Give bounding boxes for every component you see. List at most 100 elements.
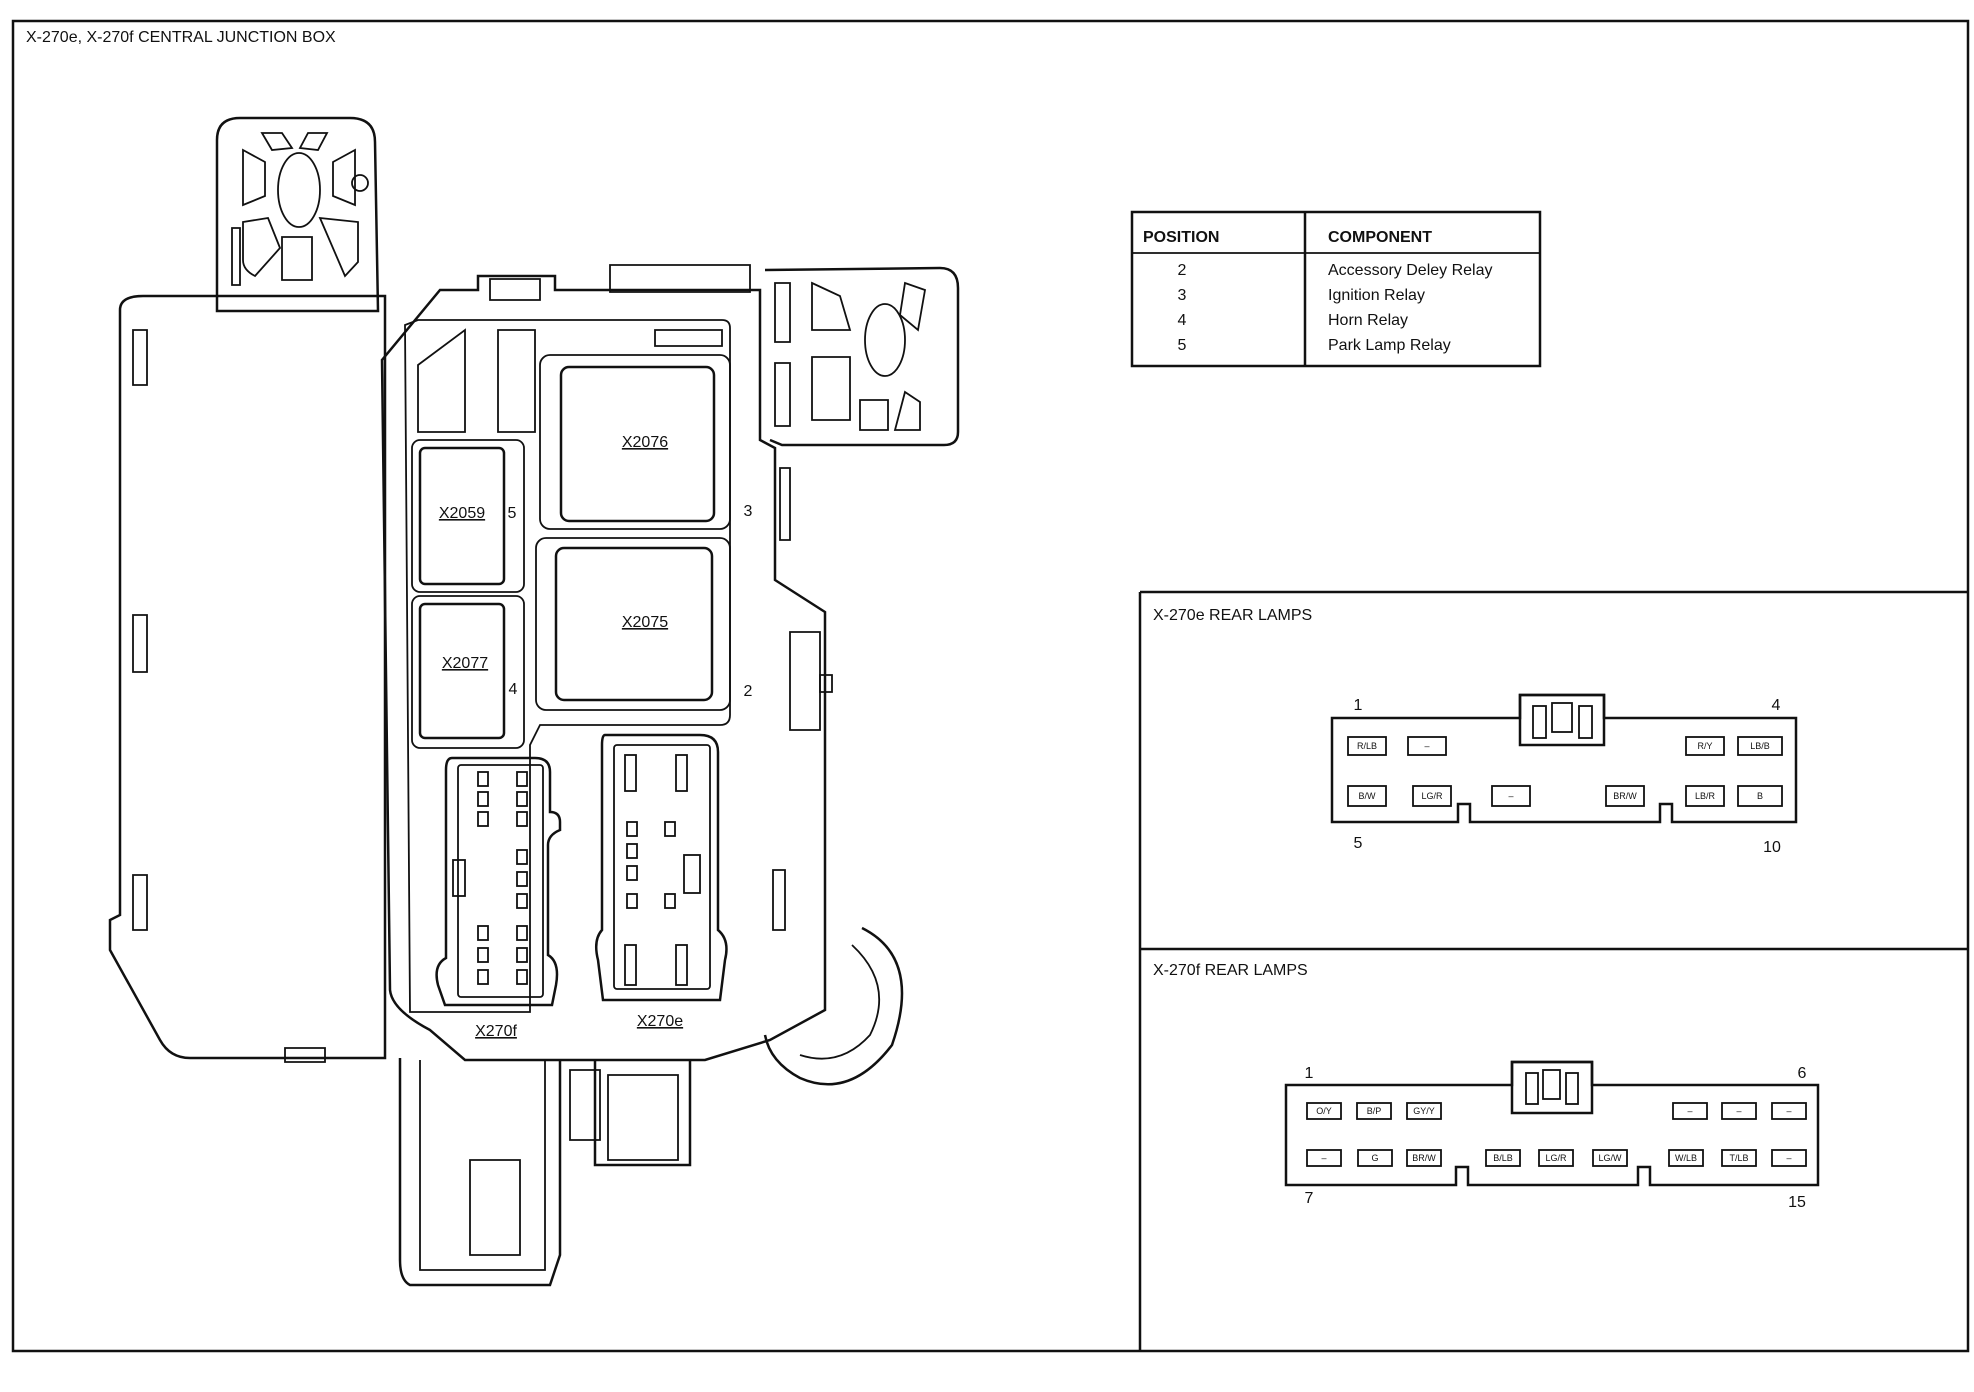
- x270e-panel-title: X-270e REAR LAMPS: [1153, 607, 1312, 624]
- x270f-terminal-wire-color: GY/Y: [1413, 1106, 1435, 1116]
- x270f-terminal-wire-color: G: [1371, 1153, 1378, 1163]
- x270f-terminal-wire-color: –: [1736, 1106, 1741, 1116]
- x270f-lock-slot: [1565, 1072, 1579, 1105]
- main-housing: [108, 294, 387, 1060]
- x270e-terminal-6: LG/R: [1412, 785, 1452, 807]
- x270e-terminal-7: –: [1491, 785, 1531, 807]
- x270f-terminal-wire-color: –: [1786, 1153, 1791, 1163]
- x270f-rear-lamps-panel: X-270f REAR LAMPS 1 6 7 15: [1153, 962, 1820, 1211]
- x270e-terminal-8: BR/W: [1605, 785, 1645, 807]
- x270e-terminal-10: B: [1737, 785, 1783, 807]
- x270f-terminal-wire-color: BR/W: [1412, 1153, 1436, 1163]
- x270e-terminal-box: [1412, 785, 1452, 807]
- x270e-terminal-3: R/Y: [1685, 736, 1725, 756]
- x270f-terminal-box: [1306, 1102, 1342, 1120]
- x270f-terminal-wire-color: –: [1786, 1106, 1791, 1116]
- x270f-terminal-wire-color: –: [1687, 1106, 1692, 1116]
- table-component-cell: Accessory Deley Relay: [1328, 262, 1493, 279]
- connector-x270f-label: X270f: [475, 1023, 517, 1040]
- table-position-cell: 4: [1178, 312, 1187, 329]
- x270e-terminal-box: [1347, 785, 1387, 807]
- socket-cavity: [477, 969, 489, 985]
- socket-cavity: [477, 925, 489, 941]
- x270f-lock-slot: [1542, 1069, 1561, 1100]
- socket-cavity: [664, 821, 676, 837]
- relay-x2075-position: 2: [744, 683, 753, 700]
- x270f-terminal-15: –: [1771, 1149, 1807, 1167]
- x270f-terminal-10: B/LB: [1485, 1149, 1521, 1167]
- table-position-cell: 5: [1178, 337, 1187, 354]
- relay-x2059-label: X2059: [439, 505, 485, 522]
- x270e-terminal-box: [1737, 736, 1783, 756]
- x270f-terminal-6: –: [1771, 1102, 1807, 1120]
- top-bracket: [215, 116, 380, 313]
- x270e-terminal-5: B/W: [1347, 785, 1387, 807]
- x270f-pin-number: 7: [1305, 1190, 1314, 1207]
- socket-cavity: [516, 893, 528, 909]
- x270e-terminal-box: [1605, 785, 1645, 807]
- x270e-pin-number: 10: [1763, 839, 1781, 856]
- connector-x270e-socket: [594, 733, 728, 1002]
- x270e-terminal-wire-color: B: [1757, 791, 1763, 801]
- table-component-cell: Ignition Relay: [1328, 287, 1425, 304]
- x270e-terminal-wire-color: B/W: [1359, 791, 1377, 801]
- wire-hook: [763, 926, 904, 1086]
- x270f-terminal-11: LG/R: [1538, 1149, 1574, 1167]
- x270f-pin-number: 1: [1305, 1065, 1314, 1082]
- x270e-pin-number: 1: [1354, 697, 1363, 714]
- x270e-terminal-wire-color: LB/R: [1695, 791, 1716, 801]
- module-body: [380, 274, 827, 1062]
- x270f-terminal-8: G: [1357, 1149, 1393, 1167]
- relay-x2059-position: 5: [508, 505, 517, 522]
- junction-box-drawing: X2076 3 X2059 5 X2075 2 X2077 4 X270f X2…: [108, 116, 960, 1287]
- x270e-terminal-9: LB/R: [1685, 785, 1725, 807]
- relay-x2077-label: X2077: [442, 655, 488, 672]
- socket-cavity: [516, 969, 528, 985]
- x270f-terminal-14: T/LB: [1721, 1149, 1757, 1167]
- x270e-terminal-wire-color: R/LB: [1357, 741, 1377, 751]
- relay-x2075: [554, 546, 714, 702]
- x270f-terminal-box: [1306, 1149, 1342, 1167]
- x270f-lock-slot: [1525, 1072, 1539, 1105]
- x270f-terminal-wire-color: B/P: [1367, 1106, 1382, 1116]
- x270f-terminal-box: [1538, 1149, 1574, 1167]
- socket-terminal: [624, 754, 637, 792]
- x270f-terminal-box: [1771, 1102, 1807, 1120]
- socket-cavity: [516, 849, 528, 865]
- socket-cavity: [516, 947, 528, 963]
- x270e-rear-lamps-panel: X-270e REAR LAMPS 1 4 5 10: [1153, 607, 1798, 856]
- x270e-terminal-box: [1347, 736, 1387, 756]
- x270e-terminal-wire-color: –: [1508, 791, 1513, 801]
- socket-cavity: [516, 925, 528, 941]
- x270f-terminal-wire-color: O/Y: [1316, 1106, 1332, 1116]
- inner-panel: [404, 319, 731, 1013]
- x270f-terminal-9: BR/W: [1406, 1149, 1442, 1167]
- x270f-terminal-wire-color: W/LB: [1675, 1153, 1697, 1163]
- socket-cavity: [477, 947, 489, 963]
- x270f-terminal-wire-color: T/LB: [1729, 1153, 1748, 1163]
- connector-x270f-socket: [435, 756, 562, 1007]
- x270e-connector-outline: [1330, 693, 1798, 824]
- relay-x2076-label: X2076: [622, 434, 668, 451]
- sheet-frame: [11, 19, 1970, 1353]
- relay-x2076-position: 3: [744, 503, 753, 520]
- socket-cavity: [516, 811, 528, 827]
- socket-cavity: [626, 865, 638, 881]
- x270f-terminal-wire-color: –: [1321, 1153, 1326, 1163]
- x270f-panel-title: X-270f REAR LAMPS: [1153, 962, 1308, 979]
- socket-cavity: [516, 771, 528, 787]
- socket-cavity: [626, 893, 638, 909]
- x270f-terminal-13: W/LB: [1668, 1149, 1704, 1167]
- socket-cavity: [516, 871, 528, 887]
- table-component-cell: Park Lamp Relay: [1328, 337, 1451, 354]
- socket-cavity: [626, 821, 638, 837]
- bottom-extension: [398, 1058, 562, 1287]
- socket-terminal: [675, 754, 688, 792]
- table-component-cell: Horn Relay: [1328, 312, 1408, 329]
- x270f-terminal-box: [1668, 1149, 1704, 1167]
- x270f-terminal-box: [1406, 1102, 1442, 1120]
- socket-cavity: [626, 843, 638, 859]
- x270f-terminal-box: [1485, 1149, 1521, 1167]
- side-bracket: [764, 266, 960, 447]
- table-header-position: POSITION: [1143, 229, 1219, 246]
